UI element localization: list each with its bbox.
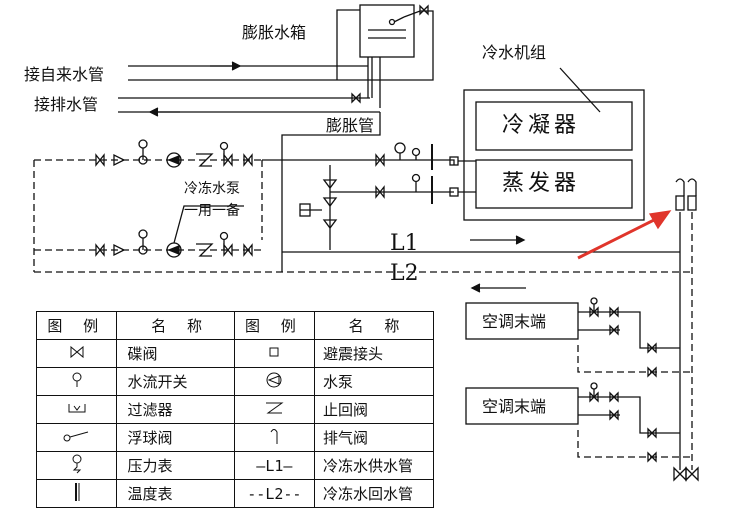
return-line-L2	[33, 160, 690, 273]
legend-symbol-L2: --L2--	[233, 479, 315, 508]
expansion-tank-label: 膨胀水箱	[242, 23, 307, 42]
check-valve-icon	[266, 402, 284, 413]
legend-name: 过滤器	[116, 395, 235, 424]
legend-col-symbol: 图 例	[35, 311, 118, 340]
legend-header: 图 例 名 称 图 例 名 称	[35, 311, 435, 340]
legend-name: 压力表	[116, 451, 235, 480]
return-arrow	[470, 283, 526, 293]
legend-name: 浮球阀	[116, 423, 235, 452]
air-vent-icon	[270, 428, 278, 444]
legend-name: 温度表	[116, 479, 235, 508]
legend-row: 浮球阀 排气阀	[35, 423, 435, 452]
strainer-icon	[68, 403, 86, 412]
legend-name-2: 避震接头	[313, 339, 435, 368]
legend-col-symbol-2: 图 例	[233, 311, 315, 340]
chiller-unit	[463, 67, 645, 221]
legend-name-2: 冷冻水供水管	[313, 451, 435, 480]
pump-row-2	[34, 205, 262, 258]
expansion-pipe-label: 膨胀管	[326, 116, 375, 135]
legend-row: 压力表 —L1— 冷冻水供水管	[35, 451, 435, 480]
legend-name-2: 水泵	[313, 367, 435, 396]
butterfly-valve-icon	[70, 345, 84, 358]
float-valve-icon	[63, 431, 88, 441]
drain-pipe	[118, 92, 380, 117]
chiller-piping	[262, 142, 476, 250]
chilled-pump-label: 冷冻水泵	[184, 181, 240, 197]
evaporator-label: 蒸发器	[502, 171, 581, 196]
tap-water-pipe	[128, 61, 368, 81]
terminal-1-label: 空调末端	[482, 312, 547, 331]
legend-row: 碟阀 避震接头	[35, 339, 435, 368]
pump-icon	[266, 372, 282, 387]
pressure-gauge-icon	[72, 454, 82, 473]
tap-water-label: 接自来水管	[24, 65, 105, 84]
legend-row: 过滤器 止回阀	[35, 395, 435, 424]
chiller-unit-label: 冷水机组	[482, 43, 547, 62]
legend-name-2: 冷冻水回水管	[313, 479, 435, 508]
supply-line-L1	[282, 235, 680, 253]
pump-row-1	[34, 139, 263, 240]
legend-col-name-2: 名 称	[313, 311, 435, 340]
condenser-label: 冷凝器	[502, 113, 581, 138]
highlight-arrow	[577, 210, 672, 260]
return-line-label: L2	[390, 261, 419, 286]
legend-name-2: 止回阀	[313, 395, 435, 424]
terminal-2-label: 空调末端	[482, 397, 547, 416]
legend-symbol-L1: —L1—	[233, 451, 315, 480]
thermometer-icon	[74, 482, 80, 501]
legend-name: 碟阀	[116, 339, 235, 368]
flow-switch-icon	[72, 372, 82, 387]
drain-label: 接排水管	[34, 95, 99, 114]
expansion-tank	[336, 4, 434, 108]
legend-row: 水流开关 水泵	[35, 367, 435, 396]
supply-line-label: L1	[390, 231, 419, 256]
terminal-piping	[465, 178, 699, 482]
legend-col-name: 名 称	[116, 311, 235, 340]
legend-row: 温度表 --L2-- 冷冻水回水管	[35, 479, 435, 508]
butterfly-valve-icon	[419, 4, 429, 16]
expansion-pipe	[281, 112, 381, 272]
legend-name: 水流开关	[116, 367, 235, 396]
legend-name-2: 排气阀	[313, 423, 435, 452]
vibration-joint-icon	[269, 347, 279, 356]
legend-table: 图 例 名 称 图 例 名 称 碟阀 避震接头 水流开关 水泵 过滤器 止回阀 …	[35, 311, 435, 508]
pump-config-label: 一用一备	[184, 203, 240, 219]
